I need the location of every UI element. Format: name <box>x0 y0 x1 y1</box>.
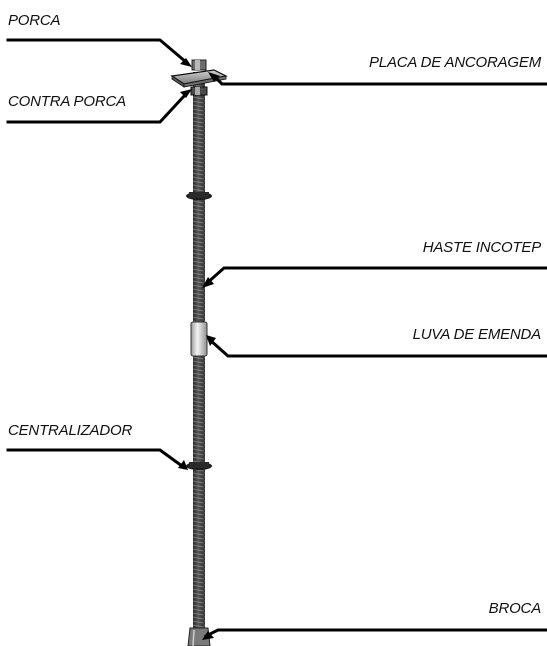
centralizador-lower <box>186 462 212 470</box>
label-contra-porca: CONTRA PORCA <box>8 93 126 110</box>
arrow-haste <box>202 277 214 288</box>
arrow-placa <box>208 72 220 82</box>
arrow-broca <box>202 631 214 640</box>
leader-placa <box>211 73 547 86</box>
luva-emenda-sleeve <box>190 321 208 357</box>
centralizador-upper <box>186 192 212 200</box>
leader-centralizador <box>6 448 185 469</box>
arrow-luva <box>206 335 216 346</box>
leader-porca <box>6 38 189 65</box>
arrow-centralizador <box>178 460 188 470</box>
leader-haste <box>203 266 547 287</box>
leader-broca <box>203 628 547 639</box>
porca-nut <box>191 59 207 71</box>
contra-porca-nut <box>190 86 208 96</box>
label-luva-emenda: LUVA DE EMENDA <box>412 326 542 343</box>
label-broca: BROCA <box>488 600 542 617</box>
arrow-contra-porca <box>180 89 192 98</box>
label-haste-incotep: HASTE INCOTEP <box>422 239 541 256</box>
leader-contra-porca <box>6 91 189 124</box>
broca-bit <box>187 627 211 646</box>
arrow-porca <box>180 58 192 67</box>
label-porca: PORCA <box>8 12 61 29</box>
label-centralizador: CENTRALIZADOR <box>8 422 133 439</box>
label-placa-ancoragem: PLACA DE ANCORAGEM <box>369 54 541 71</box>
leader-luva <box>207 337 547 358</box>
